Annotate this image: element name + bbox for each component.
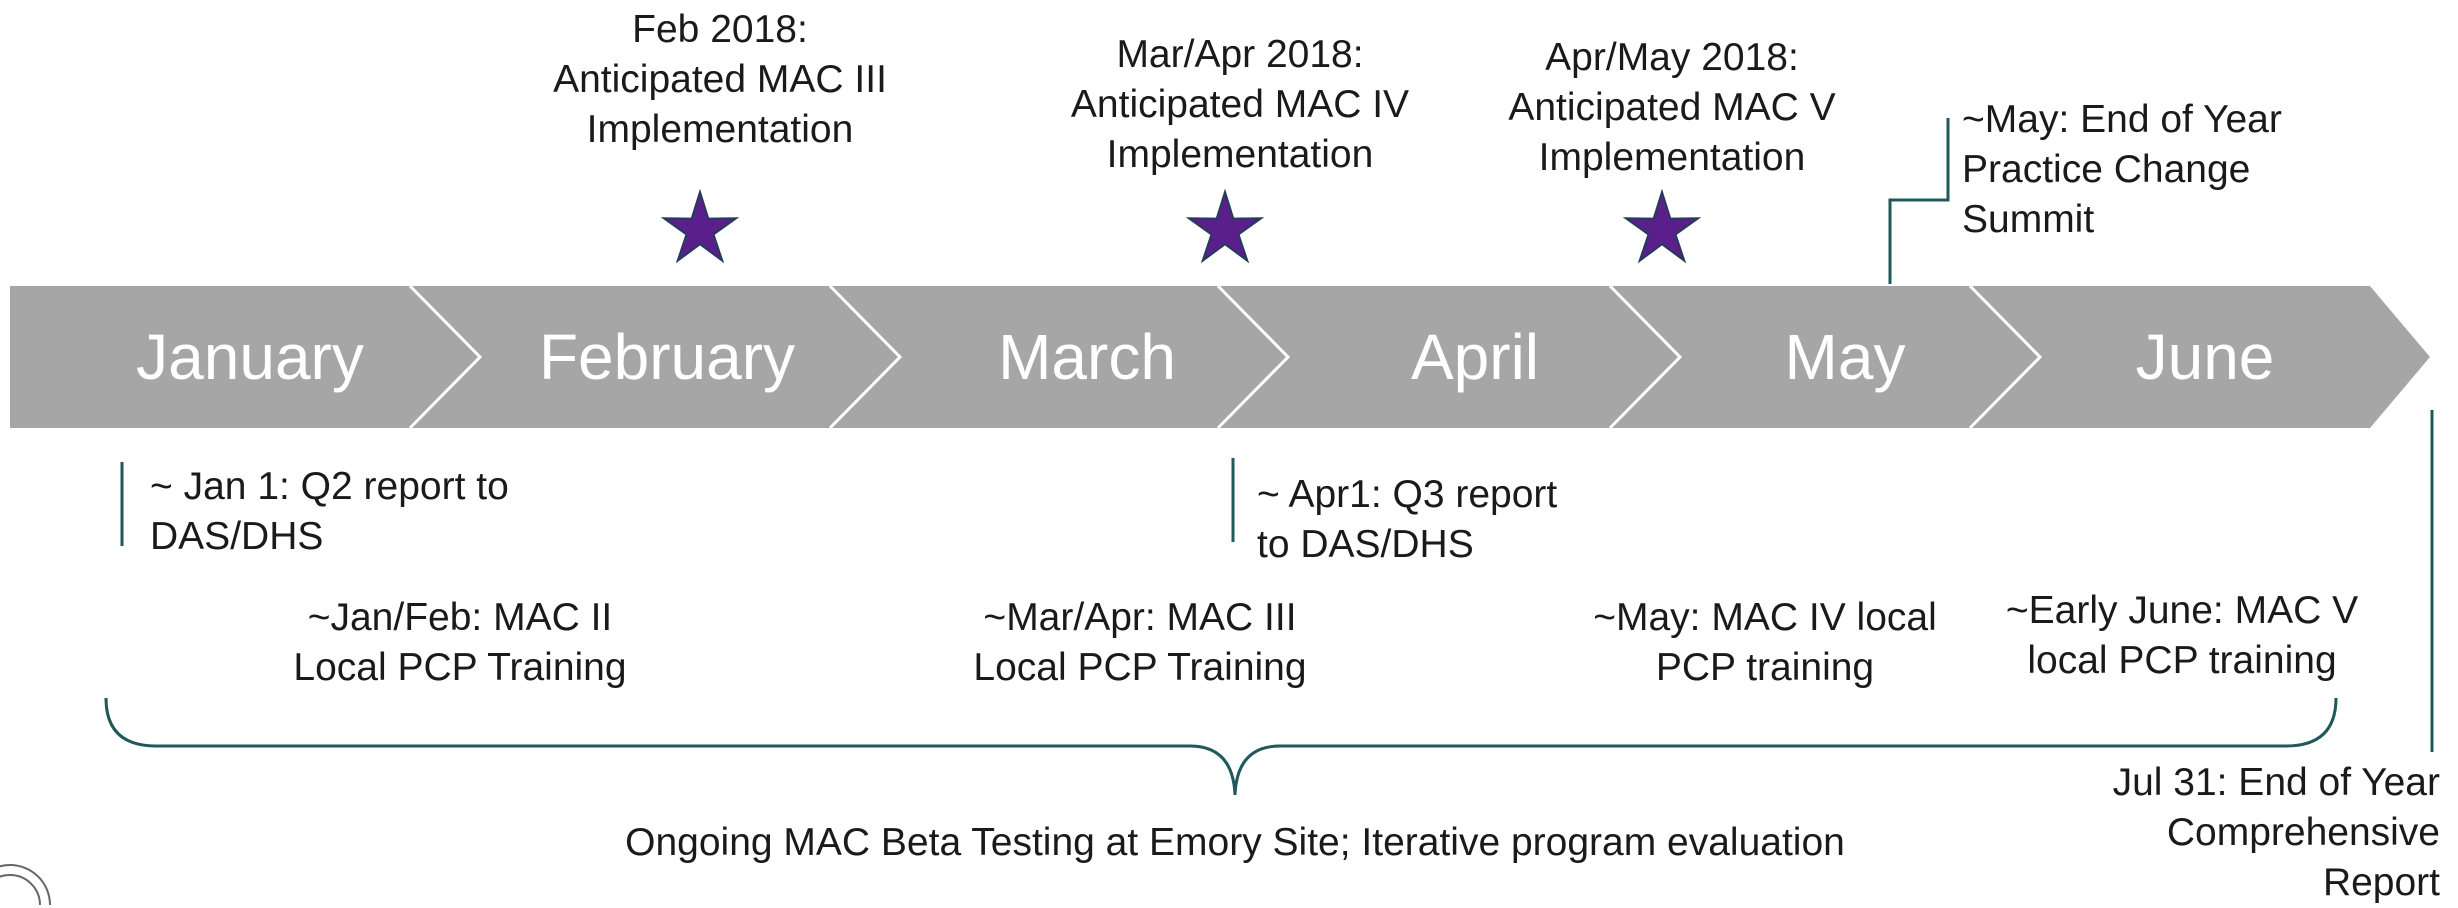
seal-logo [0,864,51,905]
training-mac-ii: ~Jan/Feb: MAC II Local PCP Training [220,593,700,693]
final-report-note: Jul 31: End of Year Comprehensive Report [1880,758,2440,908]
apr-report-note: ~ Apr1: Q3 report to DAS/DHS [1257,470,1677,570]
summit-note-line-1: ~May: End of Year [1962,98,2282,141]
brace-label-text: Ongoing MAC Beta Testing at Emory Site; … [625,821,1845,864]
star-icon [1622,188,1702,264]
separator-apr-may [1608,284,1683,430]
milestone-mac-iv-line-3: Implementation [1106,133,1374,176]
milestone-mac-v-line-3: Implementation [1538,136,1806,179]
training-mac-v-line-2: local PCP training [2027,639,2337,682]
brace-label: Ongoing MAC Beta Testing at Emory Site; … [430,818,2040,868]
milestone-mac-iv-line-2: Anticipated MAC IV [1070,83,1410,126]
training-mac-v: ~Early June: MAC V local PCP training [1972,586,2392,686]
jan-report-note: ~ Jan 1: Q2 report to DAS/DHS [150,462,630,562]
summit-note-line-3: Summit [1962,198,2095,241]
milestone-mac-v: Apr/May 2018: Anticipated MAC V Implemen… [1462,33,1882,183]
milestone-mac-iii-line-1: Feb 2018: [632,8,808,51]
separator-may-jun [1968,284,2043,430]
month-label-march: March [998,321,1176,393]
jan-report-note-line-2: DAS/DHS [150,515,324,558]
summit-note-line-2: Practice Change [1962,148,2251,191]
training-mac-ii-line-2: Local PCP Training [293,646,627,689]
milestone-mac-iii: Feb 2018: Anticipated MAC III Implementa… [510,5,930,155]
training-mac-iii-line-2: Local PCP Training [973,646,1307,689]
jan-report-note-line-1: ~ Jan 1: Q2 report to [150,465,509,508]
month-label-april: April [1411,321,1539,393]
milestone-mac-iii-line-2: Anticipated MAC III [553,58,887,101]
bottom-brace [104,697,2338,796]
final-report-note-line-2: Comprehensive [2166,811,2440,854]
month-separators [408,284,2043,430]
training-mac-iv-line-2: PCP training [1655,646,1875,689]
separator-jan-feb [408,284,483,430]
month-label-january: January [136,321,364,393]
milestone-mac-iv: Mar/Apr 2018: Anticipated MAC IV Impleme… [1030,30,1450,180]
training-mac-iv: ~May: MAC IV local PCP training [1545,593,1985,693]
training-mac-iii: ~Mar/Apr: MAC III Local PCP Training [900,593,1380,693]
training-mac-iv-line-1: ~May: MAC IV local [1593,596,1937,639]
milestone-mac-iii-line-3: Implementation [586,108,854,151]
separator-mar-apr [1216,284,1291,430]
training-mac-ii-line-1: ~Jan/Feb: MAC II [307,596,613,639]
month-label-june: June [2136,321,2275,393]
milestone-mac-v-line-2: Anticipated MAC V [1508,86,1836,129]
final-report-note-line-1: Jul 31: End of Year [2112,761,2440,804]
training-mac-v-line-1: ~Early June: MAC V [2005,589,2359,632]
star-icon [660,188,740,264]
milestone-mac-v-line-1: Apr/May 2018: [1545,36,1799,79]
separator-feb-mar [828,284,903,430]
apr-report-note-line-2: to DAS/DHS [1257,523,1474,566]
milestone-mac-iv-line-1: Mar/Apr 2018: [1116,33,1364,76]
apr-report-note-line-1: ~ Apr1: Q3 report [1257,473,1558,516]
timeline-band [10,286,2430,428]
star-icon [1185,188,1265,264]
summit-note: ~May: End of Year Practice Change Summit [1962,95,2382,245]
month-label-february: February [539,321,795,393]
final-report-note-line-3: Report [2322,861,2440,904]
summit-connector [1888,118,1950,284]
training-mac-iii-line-1: ~Mar/Apr: MAC III [983,596,1297,639]
month-label-may: May [1785,321,1906,393]
